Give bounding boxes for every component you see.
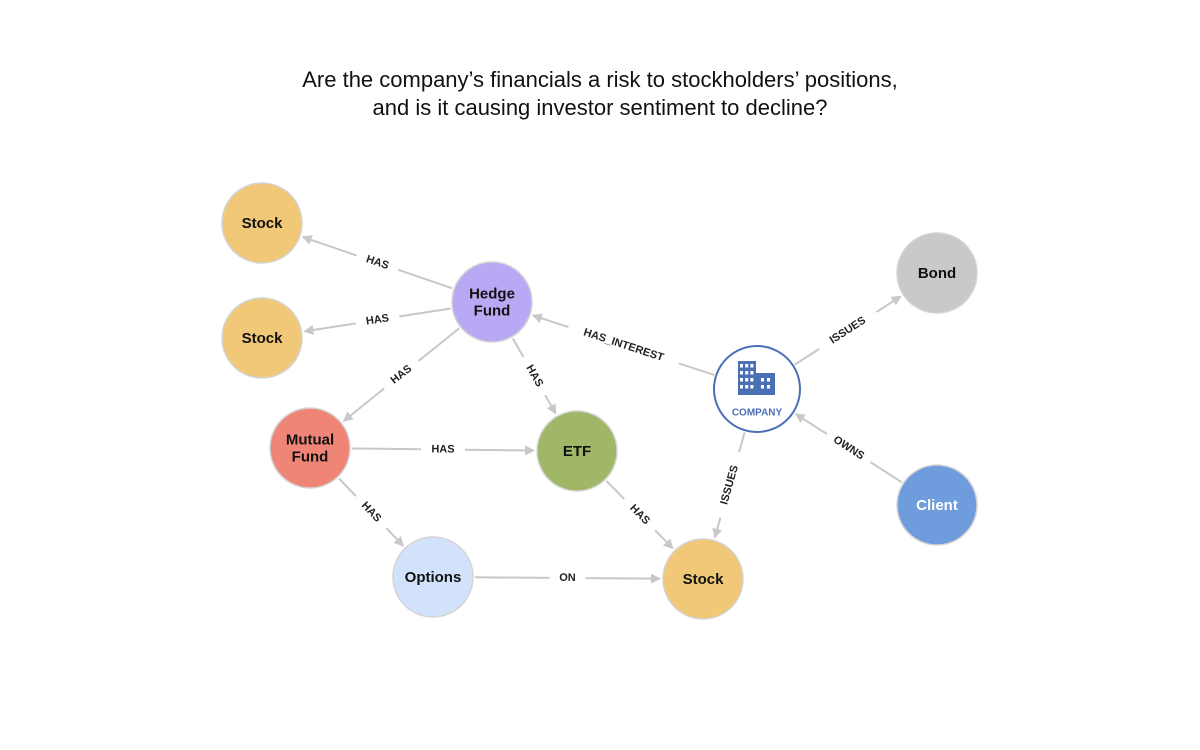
edge-line — [869, 461, 903, 484]
node-label: Stock — [683, 571, 725, 588]
edge-arrow — [464, 445, 536, 456]
title-line-2: and is it causing investor sentiment to … — [372, 95, 828, 120]
edge-label: HAS — [523, 363, 545, 389]
edge-arrow — [544, 394, 557, 415]
edge-label: HAS — [389, 363, 415, 387]
edge-label: HAS — [431, 443, 454, 455]
edge-hedge-etf: HAS — [511, 337, 557, 415]
node-circle[interactable] — [451, 261, 533, 343]
node-options[interactable]: Options — [392, 536, 474, 618]
edge-line — [399, 307, 451, 318]
node-circle[interactable] — [221, 297, 303, 379]
edge-line — [605, 480, 625, 500]
building-icon — [738, 361, 775, 395]
edge-line — [511, 337, 525, 358]
edge-hedge-stock2: HAS — [303, 307, 451, 335]
edge-client-company: OWNS — [794, 413, 903, 484]
edge-line — [351, 447, 422, 451]
edge-label: HAS_INTEREST — [582, 326, 666, 364]
edge-company-hedge: HAS_INTEREST — [531, 313, 715, 376]
node-circle[interactable] — [662, 538, 744, 620]
edge-arrow — [712, 517, 723, 539]
node-company[interactable]: COMPANY — [713, 345, 801, 433]
node-stock1[interactable]: Stock — [221, 182, 303, 264]
edge-label: OWNS — [831, 434, 866, 463]
node-circle[interactable] — [392, 536, 474, 618]
edge-arrow — [585, 573, 662, 584]
edge-label: ISSUES — [718, 464, 741, 506]
node-bond[interactable]: Bond — [896, 232, 978, 314]
edge-line — [738, 432, 746, 453]
edge-company-bond: ISSUES — [794, 295, 902, 366]
edge-line — [338, 477, 357, 497]
node-label: Client — [916, 497, 958, 514]
edge-line — [397, 268, 453, 290]
node-etf[interactable]: ETF — [536, 410, 618, 492]
edge-hedge-stock1: HAS — [301, 235, 453, 290]
node-circle[interactable] — [536, 410, 618, 492]
diagram-title: Are the company’s financials a risk to s… — [0, 66, 1200, 122]
node-label: COMPANY — [732, 408, 783, 419]
edge-hedge-mutual: HAS — [342, 327, 460, 422]
edge-options-stock3: ON — [474, 572, 662, 584]
node-circle[interactable] — [221, 182, 303, 264]
node-client[interactable]: Client — [896, 464, 978, 546]
edge-arrow — [654, 529, 674, 550]
node-label: Stock — [242, 215, 284, 232]
node-label: Bond — [918, 265, 956, 282]
edge-line — [678, 362, 715, 376]
node-stock3[interactable]: Stock — [662, 538, 744, 620]
edge-mutual-etf: HAS — [351, 443, 536, 456]
edge-arrow — [303, 322, 356, 335]
edge-label: HAS — [365, 253, 391, 272]
node-circle[interactable] — [269, 407, 351, 489]
edge-label: ISSUES — [828, 314, 868, 346]
node-stock2[interactable]: Stock — [221, 297, 303, 379]
node-circle[interactable] — [896, 464, 978, 546]
node-label: Stock — [242, 330, 284, 347]
edge-line — [417, 327, 460, 362]
node-circle[interactable] — [896, 232, 978, 314]
edge-line — [474, 576, 550, 579]
edge-line — [794, 348, 820, 366]
edge-label: ON — [559, 572, 576, 584]
edge-arrow — [301, 235, 357, 257]
title-line-1: Are the company’s financials a risk to s… — [302, 67, 898, 92]
edge-arrow — [794, 413, 828, 435]
node-label: Options — [405, 569, 462, 586]
edge-label: HAS — [365, 312, 390, 327]
edge-arrow — [875, 295, 902, 313]
edge-company-stock3: ISSUES — [712, 432, 746, 539]
edge-arrow — [385, 527, 405, 547]
edge-etf-stock3: HAS — [605, 480, 674, 550]
edge-mutual-options: HAS — [338, 477, 405, 547]
edges-layer: HAS HAS HAS HAS HAS_INTEREST HAS HAS HAS ON ISSUE… — [301, 235, 903, 584]
node-label: ETF — [563, 443, 591, 460]
edge-label: HAS — [627, 502, 652, 527]
edge-arrow — [531, 313, 569, 329]
edge-label: HAS — [359, 500, 384, 525]
edge-arrow — [342, 387, 385, 422]
